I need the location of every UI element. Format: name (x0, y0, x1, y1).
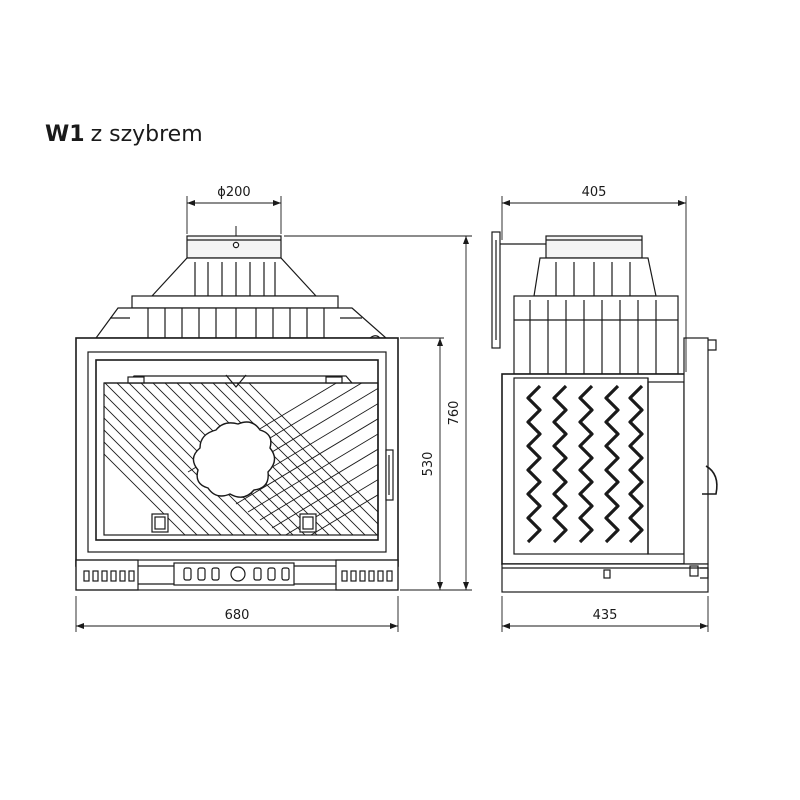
front-view (75, 226, 399, 591)
side-flue-collar (545, 235, 643, 259)
firebox-glass (104, 383, 378, 535)
flue-diameter-label: ϕ200 (217, 185, 250, 200)
dimension-lines (75, 196, 709, 632)
flue-collar (186, 226, 282, 259)
side-depth-top-label: 405 (582, 185, 607, 200)
side-ribs (526, 384, 644, 544)
flame-opening (192, 421, 276, 498)
side-body (501, 373, 687, 565)
bottom-grille (75, 559, 399, 591)
front-width-label: 680 (225, 608, 250, 623)
model-name: W1 (45, 122, 85, 147)
hood (94, 257, 388, 357)
model-variant: z szybrem (90, 122, 203, 147)
front-height-total-label: 760 (447, 401, 462, 426)
side-view (491, 231, 718, 593)
front-height-body-label: 530 (421, 452, 436, 477)
dimension-arrows (76, 200, 708, 629)
side-depth-bottom-label: 435 (593, 608, 618, 623)
